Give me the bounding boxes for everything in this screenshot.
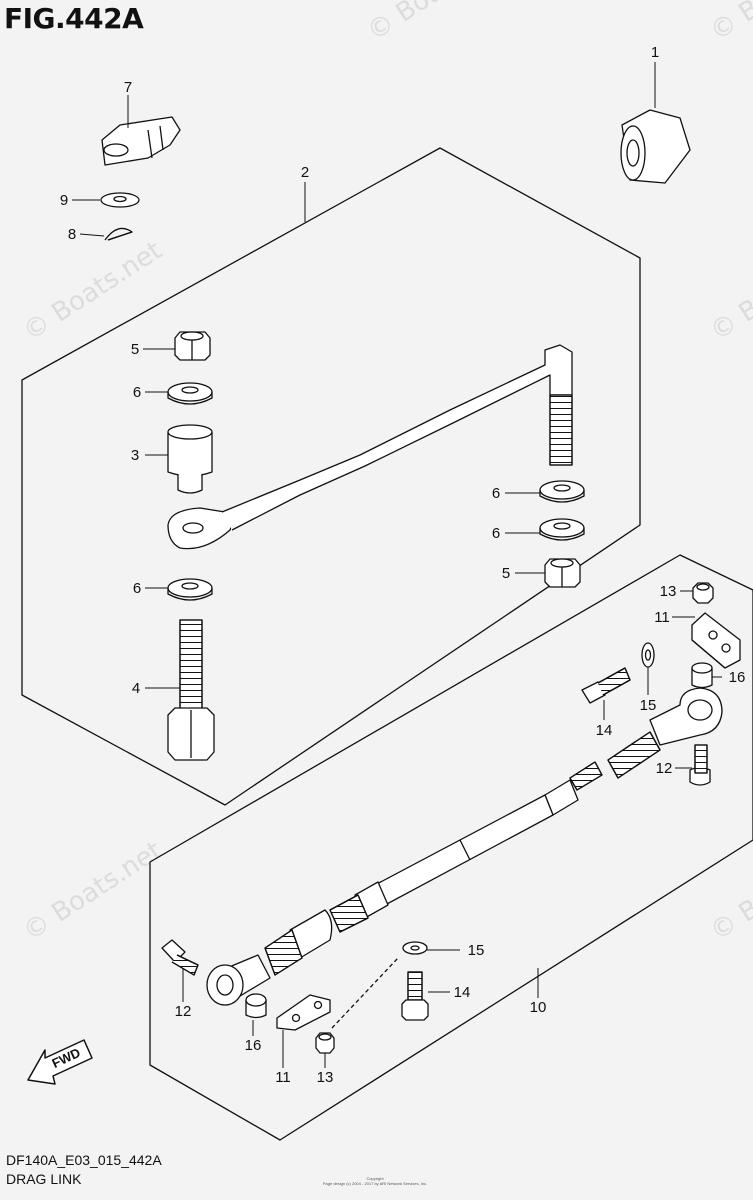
- part-16-collar: [691, 662, 713, 689]
- figure-code: DF140A_E03_015_442A: [6, 1152, 162, 1168]
- part-16-collar: [245, 993, 267, 1019]
- part-10-rod-end-right: [607, 687, 723, 779]
- part-15-washer: [641, 642, 655, 668]
- callout-label: 10: [530, 999, 547, 1016]
- callout-label: 16: [245, 1037, 262, 1054]
- part-6-washer: [167, 382, 213, 405]
- part-10-cable-rod: [264, 761, 603, 976]
- callout-label: 16: [729, 669, 746, 686]
- callout-label: 9: [60, 192, 68, 209]
- callout-label: 6: [492, 485, 500, 502]
- part-5-nut: [174, 331, 211, 361]
- callout-label: 12: [656, 760, 673, 777]
- callout-label: 7: [124, 79, 132, 96]
- part-11-bracket: [691, 612, 741, 669]
- callout-label: 8: [68, 226, 76, 243]
- part-9-washer: [100, 192, 140, 208]
- callout-label: 14: [596, 722, 613, 739]
- part-5-nut: [544, 558, 581, 588]
- callout-label: 3: [131, 447, 139, 464]
- part-4-bolt: [167, 619, 215, 761]
- callout-label: 14: [454, 984, 471, 1001]
- callout-label: 13: [317, 1069, 334, 1086]
- copyright-line: Page design (c) 2004 - 2017 by ARI Netwo…: [322, 1181, 428, 1186]
- callout-label: 15: [640, 697, 657, 714]
- dashed-guide: [331, 957, 399, 1029]
- part-13-nut: [692, 582, 714, 604]
- figure-title: FIG.442A: [4, 2, 144, 35]
- part-14-bolt: [581, 667, 631, 704]
- callout-label: 5: [131, 341, 139, 358]
- callout-label: 6: [492, 525, 500, 542]
- callout-label: 1: [651, 44, 659, 61]
- part-6-washer: [539, 480, 585, 503]
- fwd-arrow: [27, 1039, 93, 1085]
- part-7-clamp: [101, 116, 181, 166]
- callout-label: 5: [502, 565, 510, 582]
- part-8-clip: [104, 227, 133, 241]
- copyright-line: Copyright: [366, 1176, 384, 1181]
- callout-label: 6: [133, 580, 141, 597]
- part-10-rod-end-left: [206, 954, 271, 1006]
- callout-label: 2: [301, 164, 309, 181]
- part-6-washer: [539, 518, 585, 541]
- part-13-nut: [315, 1032, 335, 1054]
- callout-label: 4: [132, 680, 140, 697]
- copyright-note: Copyright Page design (c) 2004 - 2017 by…: [305, 1176, 445, 1186]
- part-6-washer: [167, 578, 213, 601]
- callout-label: 13: [660, 583, 677, 600]
- callout-label: 11: [275, 1069, 291, 1086]
- part-15-washer: [402, 941, 428, 955]
- callout-label: 12: [175, 1003, 192, 1020]
- part-1-bushing: [620, 109, 691, 184]
- part-14-bolt: [401, 971, 429, 1021]
- callout-label: 6: [133, 384, 141, 401]
- part-12-bolt: [689, 744, 711, 786]
- callout-label: 11: [654, 609, 670, 626]
- figure-name: DRAG LINK: [6, 1171, 82, 1187]
- part-2-drag-link: [167, 344, 573, 550]
- leader-lines: [72, 62, 722, 1068]
- part-11-bracket: [276, 994, 331, 1031]
- part-3-collar: [167, 424, 213, 494]
- callout-label: 15: [468, 942, 485, 959]
